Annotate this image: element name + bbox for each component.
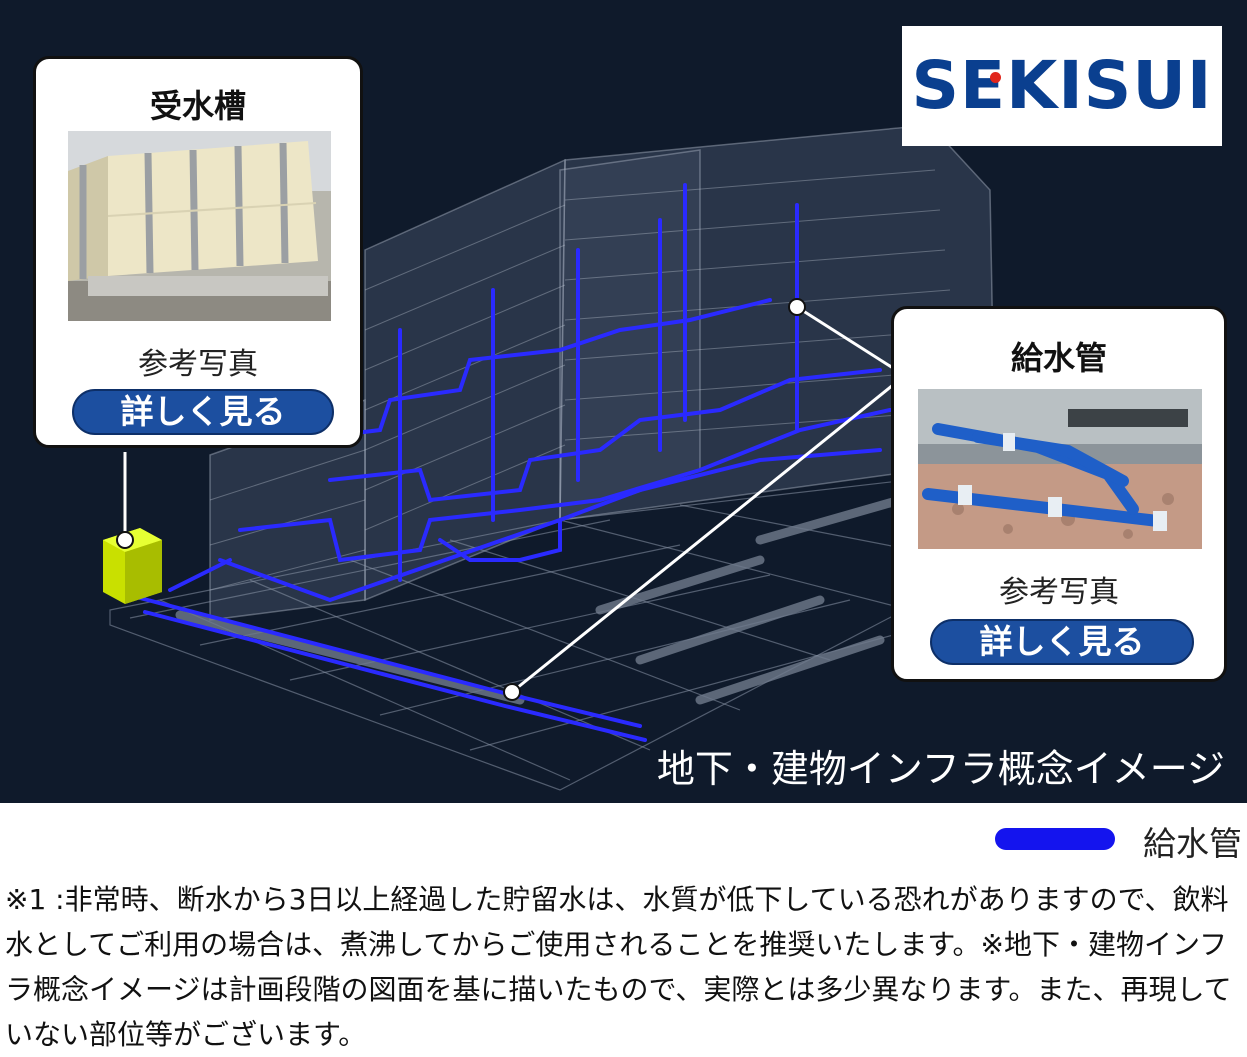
tank-card-caption: 参考写真	[138, 347, 258, 382]
sekisui-logo: SEKISUI	[902, 26, 1222, 146]
pipe-card-title: 給水管	[1010, 339, 1107, 377]
tank-details-button[interactable]: 詳しく見る	[72, 389, 334, 435]
tank-card: 受水槽 参考写真 詳しく見る	[33, 56, 363, 448]
water-supply-pipes	[138, 183, 892, 742]
legend-label: 給水管	[1143, 824, 1242, 863]
tank-card-title: 受水槽	[149, 87, 246, 125]
pipe-card: 給水管 参	[891, 306, 1227, 682]
leader-lines	[123, 305, 894, 694]
logo-text: SEKISUI	[911, 47, 1213, 124]
tank-photo	[68, 131, 331, 321]
footnote: ※1 :非常時、断水から3日以上経過した貯留水は、水質が低下している恐れがありま…	[5, 883, 1232, 1051]
pipe-details-button[interactable]: 詳しく見る	[930, 619, 1194, 665]
legend-pipe-swatch	[995, 828, 1115, 850]
logo-dot-icon	[990, 72, 1001, 83]
receiving-tank-3d	[103, 528, 162, 604]
building-wireframe	[103, 124, 1001, 791]
scene-caption: 地下・建物インフラ概念イメージ	[656, 747, 1225, 791]
infrastructure-scene: SEKISUI 受水槽 参考写真 詳しく見る	[0, 0, 1247, 803]
leader-dots	[116, 298, 806, 701]
pipe-photo	[918, 389, 1202, 549]
underground-beams	[175, 495, 905, 705]
pipe-card-caption: 参考写真	[999, 575, 1119, 610]
